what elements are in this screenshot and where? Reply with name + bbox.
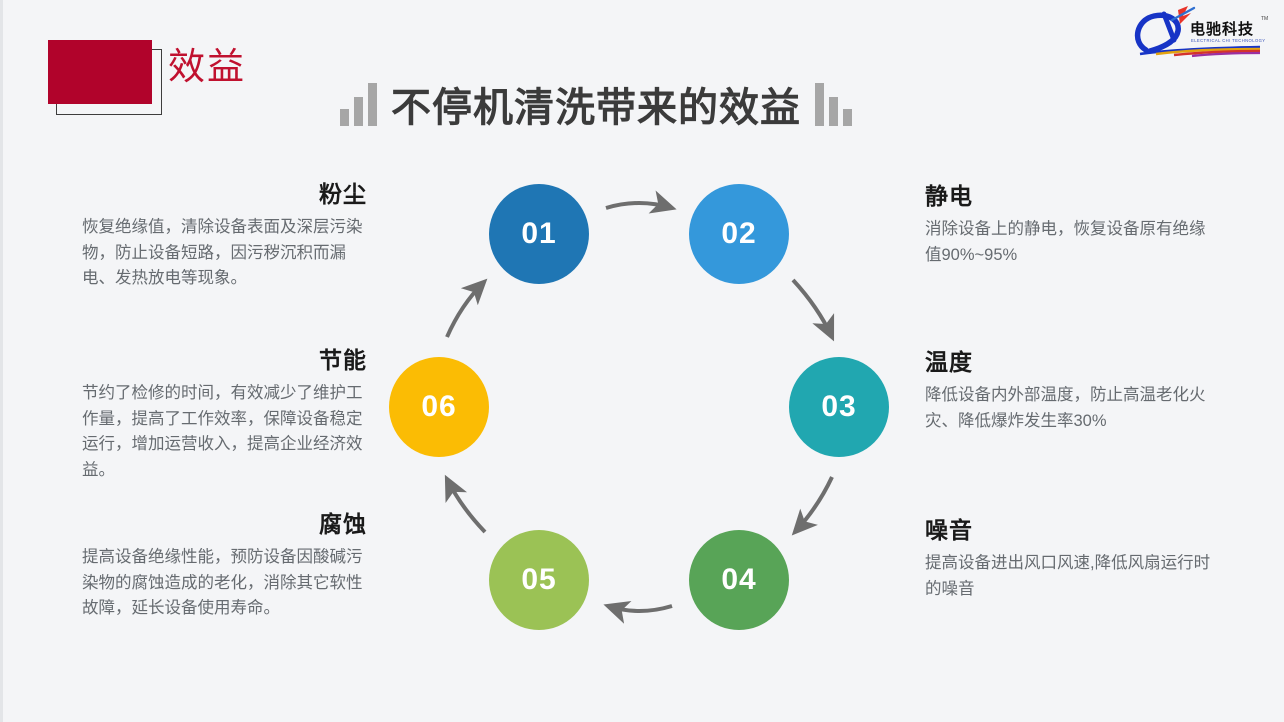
- section-badge-label: 效益: [168, 46, 246, 87]
- benefit-heading-temperature: 温度: [925, 349, 973, 375]
- cycle-node-06[interactable]: 06: [389, 357, 489, 457]
- logo-graphic-icon: 电驰科技 ELECTRICAL CHI TECHNOLOGY TM: [1134, 6, 1268, 58]
- benefit-heading-static: 静电: [925, 183, 973, 209]
- cycle-node-02[interactable]: 02: [689, 184, 789, 284]
- benefit-body-energy: 节约了检修的时间，有效减少了维护工作量，提高了工作效率，保障设备稳定运行，增加运…: [82, 384, 363, 479]
- arrow-05-to-06: [444, 474, 487, 534]
- benefit-block-corrosion: 腐蚀 提高设备绝缘性能，预防设备因酸碱污染物的腐蚀造成的老化，消除其它软性故障，…: [82, 511, 367, 622]
- benefit-body-temperature: 降低设备内外部温度，防止高温老化火灾、降低爆炸发生率30%: [925, 386, 1206, 430]
- benefit-block-energy: 节能 节约了检修的时间，有效减少了维护工作量，提高了工作效率，保障设备稳定运行，…: [82, 347, 367, 484]
- svg-text:TM: TM: [1261, 16, 1268, 22]
- benefit-block-dust: 粉尘 恢复绝缘值，清除设备表面及深层污染物，防止设备短路，因污秽沉积而漏电、发热…: [82, 181, 367, 292]
- company-logo: 电驰科技 ELECTRICAL CHI TECHNOLOGY TM: [1128, 4, 1276, 60]
- arrow-01-to-02: [605, 190, 677, 214]
- cycle-node-03[interactable]: 03: [789, 357, 889, 457]
- benefit-block-static: 静电 消除设备上的静电，恢复设备原有绝缘值90%~95%: [925, 183, 1215, 268]
- svg-text:ELECTRICAL CHI TECHNOLOGY: ELECTRICAL CHI TECHNOLOGY: [1191, 38, 1265, 43]
- benefit-body-static: 消除设备上的静电，恢复设备原有绝缘值90%~95%: [925, 220, 1206, 264]
- benefit-heading-dust: 粉尘: [319, 181, 367, 207]
- arrow-02-to-03: [791, 278, 835, 342]
- bar-chart-decoration-right-icon: [815, 80, 852, 130]
- title-block: 不停机清洗带来的效益: [340, 70, 852, 130]
- arrow-06-to-01: [445, 278, 488, 338]
- benefit-block-temperature: 温度 降低设备内外部温度，防止高温老化火灾、降低爆炸发生率30%: [925, 349, 1215, 434]
- left-edge-rule: [0, 0, 3, 722]
- page-title: 不停机清洗带来的效益: [391, 86, 801, 130]
- arrow-03-to-04: [791, 476, 834, 536]
- benefit-heading-corrosion: 腐蚀: [319, 511, 367, 537]
- benefit-body-corrosion: 提高设备绝缘性能，预防设备因酸碱污染物的腐蚀造成的老化，消除其它软性故障，延长设…: [82, 548, 363, 618]
- cycle-node-01[interactable]: 01: [489, 184, 589, 284]
- bar-chart-decoration-left-icon: [340, 80, 377, 130]
- benefit-body-dust: 恢复绝缘值，清除设备表面及深层污染物，防止设备短路，因污秽沉积而漏电、发热放电等…: [82, 218, 363, 288]
- benefit-heading-energy: 节能: [319, 347, 367, 373]
- arrow-04-to-05: [603, 600, 673, 624]
- benefit-heading-noise: 噪音: [925, 517, 973, 543]
- cycle-node-04[interactable]: 04: [689, 530, 789, 630]
- svg-text:电驰科技: 电驰科技: [1190, 20, 1254, 38]
- section-badge: [48, 40, 168, 115]
- benefit-body-noise: 提高设备进出风口风速,降低风扇运行时的噪音: [925, 554, 1211, 598]
- badge-red-square: [48, 40, 152, 104]
- benefit-block-noise: 噪音 提高设备进出风口风速,降低风扇运行时的噪音: [925, 517, 1215, 602]
- cycle-node-05[interactable]: 05: [489, 530, 589, 630]
